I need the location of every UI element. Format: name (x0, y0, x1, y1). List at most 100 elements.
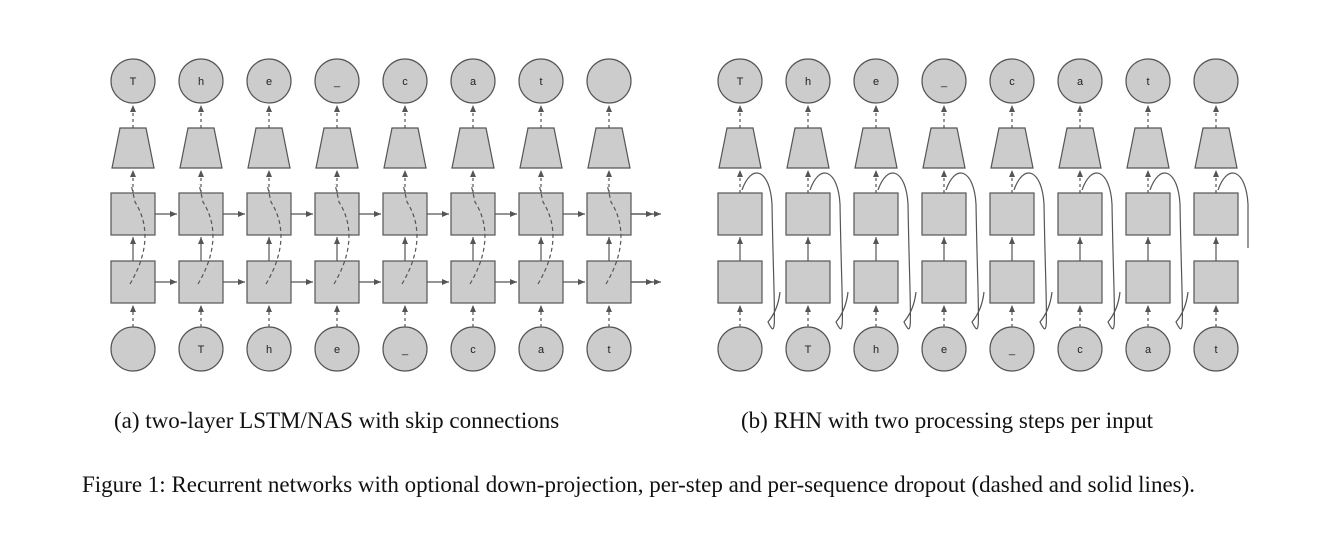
a-skip-connection-4 (401, 183, 418, 285)
b-upper-cell-6 (1125, 192, 1171, 236)
a-output-node-2-shape (246, 58, 292, 104)
b-input-node-7: t (1193, 326, 1239, 372)
a-skip-connection-5 (469, 183, 486, 285)
b-recurrent-curve-6 (1149, 172, 1189, 330)
a-upper-cell-1 (178, 192, 224, 236)
a-input-node-4: _ (382, 326, 428, 372)
a-input-node-3: e (314, 326, 360, 372)
b-output-node-3: _ (921, 58, 967, 104)
a-input-node-5-shape (450, 326, 496, 372)
a-output-node-5: a (450, 58, 496, 104)
b-input-node-2-label: h (873, 344, 879, 356)
b-input-node-2: h (853, 326, 899, 372)
b-projection-7 (1194, 127, 1238, 169)
a-input-node-0 (110, 326, 156, 372)
b-input-node-0 (717, 326, 763, 372)
b-projection-6 (1126, 127, 1170, 169)
a-input-node-7-label: t (607, 344, 610, 356)
b-input-node-1-shape (785, 326, 831, 372)
a-projection-6 (519, 127, 563, 169)
a-lower-cell-0 (110, 260, 156, 304)
a-input-node-1: T (178, 326, 224, 372)
a-output-node-1-shape (178, 58, 224, 104)
a-projection-7 (587, 127, 631, 169)
b-input-node-6-label: a (1145, 344, 1152, 356)
b-projection-2 (854, 127, 898, 169)
a-skip-connection-0 (129, 183, 146, 285)
a-projection-0 (111, 127, 155, 169)
a-projection-1 (179, 127, 223, 169)
b-input-node-3-label: e (941, 344, 947, 356)
a-projection-3 (315, 127, 359, 169)
b-input-node-5-label: c (1077, 344, 1083, 356)
b-output-node-4-shape (989, 58, 1035, 104)
b-recurrent-curve-4 (1013, 172, 1053, 330)
b-upper-cell-3 (921, 192, 967, 236)
b-input-node-0-shape (717, 326, 763, 372)
b-input-node-4-shape (989, 326, 1035, 372)
b-recurrent-curve-5 (1081, 172, 1121, 330)
a-input-node-4-shape (382, 326, 428, 372)
b-input-node-3-shape (921, 326, 967, 372)
a-projection-5 (451, 127, 495, 169)
a-input-node-3-label: e (334, 344, 340, 356)
b-projection-1 (786, 127, 830, 169)
a-output-node-6-shape (518, 58, 564, 104)
a-skip-connection-1 (197, 183, 214, 285)
a-lower-cell-6 (518, 260, 564, 304)
b-lower-cell-1 (785, 260, 831, 304)
b-input-node-7-label: t (1214, 344, 1217, 356)
a-skip-connection-3 (333, 183, 350, 285)
a-projection-4 (383, 127, 427, 169)
a-output-node-2-label: e (266, 76, 272, 88)
a-output-node-5-label: a (470, 76, 477, 88)
b-output-node-0: T (717, 58, 763, 104)
b-output-node-0-shape (717, 58, 763, 104)
b-projection-3 (922, 127, 966, 169)
a-lower-cell-4 (382, 260, 428, 304)
b-output-node-4-label: c (1009, 76, 1015, 88)
a-output-node-2: e (246, 58, 292, 104)
a-input-node-2-shape (246, 326, 292, 372)
b-input-node-7-shape (1193, 326, 1239, 372)
a-output-node-1: h (178, 58, 224, 104)
a-input-node-6: a (518, 326, 564, 372)
b-lower-cell-2 (853, 260, 899, 304)
a-output-node-0: T (110, 58, 156, 104)
a-upper-cell-0 (110, 192, 156, 236)
a-input-node-2-label: h (266, 344, 272, 356)
b-input-node-4-label: _ (1008, 344, 1016, 356)
b-output-node-6-shape (1125, 58, 1171, 104)
a-input-node-4-label: _ (401, 344, 409, 356)
a-skip-connection-7 (605, 183, 622, 285)
a-input-node-6-shape (518, 326, 564, 372)
b-projection-5 (1058, 127, 1102, 169)
b-input-node-6-shape (1125, 326, 1171, 372)
b-output-node-7-shape (1193, 58, 1239, 104)
b-upper-cell-4 (989, 192, 1035, 236)
b-output-node-0-label: T (737, 76, 744, 88)
a-skip-connection-2 (265, 183, 282, 285)
a-projection-2 (247, 127, 291, 169)
a-upper-cell-3 (314, 192, 360, 236)
a-input-node-7: t (586, 326, 632, 372)
a-upper-cell-4 (382, 192, 428, 236)
b-recurrent-curve-1 (809, 172, 849, 330)
b-output-node-5-label: a (1077, 76, 1084, 88)
a-lower-cell-1 (178, 260, 224, 304)
a-output-node-0-shape (110, 58, 156, 104)
panel-b-caption: (b) RHN with two processing steps per in… (741, 408, 1154, 433)
a-input-node-7-shape (586, 326, 632, 372)
a-input-node-0-shape (110, 326, 156, 372)
b-upper-cell-5 (1057, 192, 1103, 236)
a-lower-cell-7 (586, 260, 632, 304)
b-lower-cell-7 (1193, 260, 1239, 304)
b-lower-cell-5 (1057, 260, 1103, 304)
a-output-node-5-shape (450, 58, 496, 104)
a-input-node-3-shape (314, 326, 360, 372)
b-lower-cell-6 (1125, 260, 1171, 304)
a-upper-cell-2 (246, 192, 292, 236)
b-upper-cell-2 (853, 192, 899, 236)
